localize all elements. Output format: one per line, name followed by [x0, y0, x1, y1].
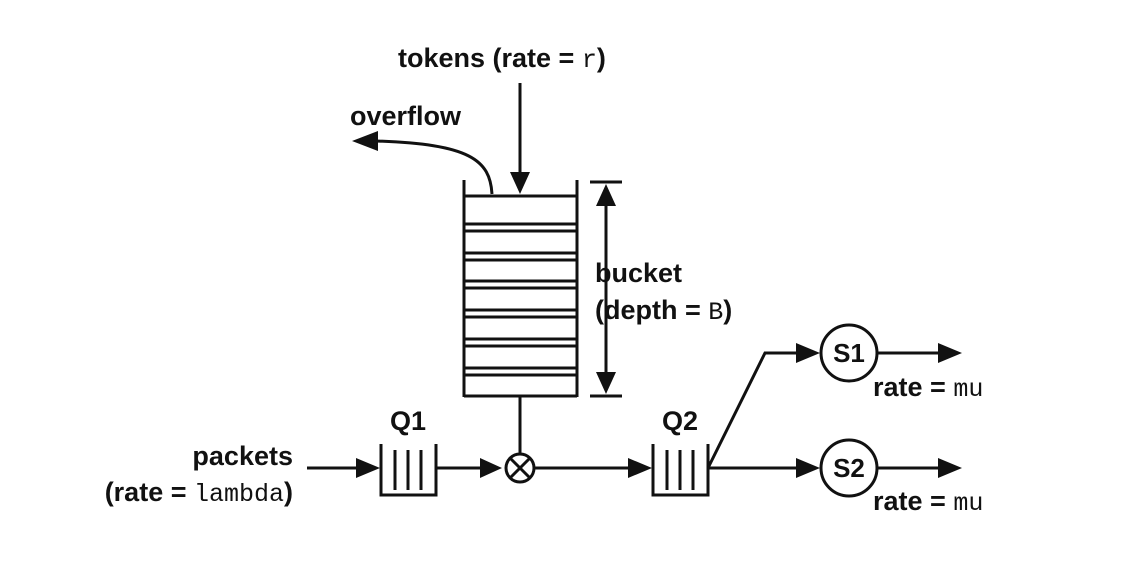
- q1-label: Q1: [390, 406, 426, 436]
- q1-queue: [379, 444, 438, 497]
- combiner-to-q2-arrow: [534, 458, 652, 478]
- q2-queue: [651, 444, 710, 497]
- packets-arrow: [307, 458, 380, 478]
- q2-label: Q2: [662, 406, 698, 436]
- s2-rate-label: rate = mu: [873, 486, 983, 518]
- tokens-arrow: [510, 83, 530, 194]
- bucket: [462, 180, 579, 398]
- packets-rate-suffix: ): [284, 477, 293, 507]
- packets-rate-variable: lambda: [194, 480, 284, 509]
- overflow-arrow: [352, 131, 494, 195]
- q2-to-s2-arrow: [708, 458, 820, 478]
- s1-rate-variable: mu: [953, 375, 983, 404]
- bucket-depth-label: (depth = B): [595, 295, 732, 327]
- s2-output-arrow: [877, 458, 962, 478]
- bucket-label: bucket: [595, 258, 682, 288]
- tokens-label-suffix: ): [597, 43, 606, 73]
- q2-to-s1-arrow: [706, 343, 820, 469]
- depth-label-prefix: (depth =: [595, 295, 708, 325]
- overflow-label: overflow: [350, 101, 462, 131]
- server-s1: S1: [819, 323, 879, 383]
- packets-label: packets: [192, 441, 293, 471]
- s1-rate-label: rate = mu: [873, 372, 983, 404]
- server-s2: S2: [819, 438, 879, 498]
- s2-label: S2: [833, 453, 865, 483]
- tokens-rate-variable: r: [582, 46, 597, 75]
- bucket-token-slots: [464, 194, 577, 398]
- tokens-label: tokens (rate = r): [398, 43, 606, 75]
- packets-rate-prefix: (rate =: [105, 477, 194, 507]
- s1-label: S1: [833, 338, 865, 368]
- s2-rate-prefix: rate =: [873, 486, 953, 516]
- q1-to-combiner-arrow: [436, 458, 502, 478]
- s1-rate-prefix: rate =: [873, 372, 953, 402]
- tokens-label-prefix: tokens (rate =: [398, 43, 582, 73]
- packets-rate-label: (rate = lambda): [105, 477, 293, 509]
- bucket-depth-arrow: [590, 180, 622, 398]
- s1-output-arrow: [877, 343, 962, 363]
- token-combiner-icon: [504, 452, 536, 484]
- depth-variable: B: [708, 298, 723, 327]
- depth-label-suffix: ): [723, 295, 732, 325]
- s2-rate-variable: mu: [953, 489, 983, 518]
